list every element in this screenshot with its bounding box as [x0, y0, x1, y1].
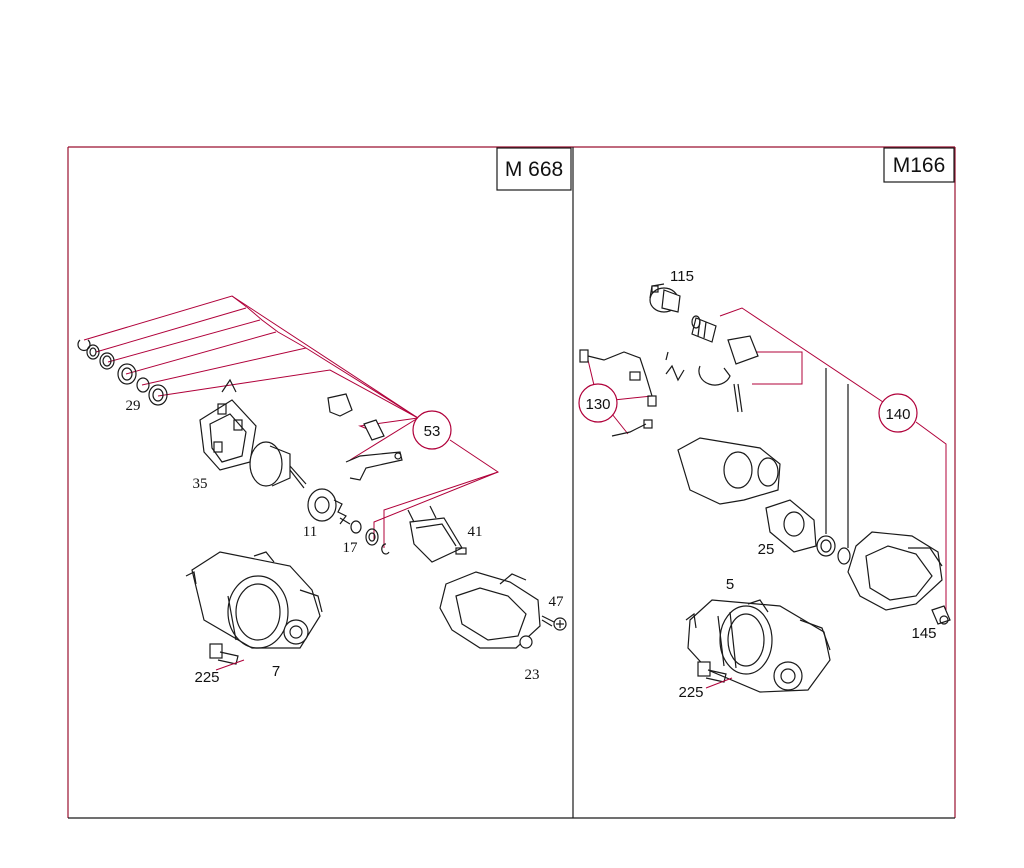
part-label-29: 29	[126, 398, 141, 414]
shift-fork	[327, 393, 403, 481]
diagram-frame	[67, 146, 956, 819]
part-label-225-left: 225	[194, 669, 219, 686]
leader-lines-140	[719, 307, 947, 614]
part-label-145: 145	[911, 625, 936, 642]
part-label-25: 25	[758, 541, 775, 558]
retaining-rings	[77, 339, 168, 406]
washer-and-clip	[350, 520, 390, 555]
engine-code-m166: M166	[893, 154, 946, 177]
engine-code-m668: M 668	[505, 158, 563, 181]
callout-53: 53	[412, 410, 452, 450]
pinion-25	[765, 499, 851, 565]
part-label-7: 7	[272, 663, 280, 680]
part-label-11: 11	[303, 524, 317, 540]
callout-140: 140	[878, 393, 918, 433]
callout-130: 130	[578, 383, 618, 423]
starter-motor-m166	[685, 599, 831, 693]
fork-assembly	[698, 335, 759, 413]
engine-code-box-m166: M166	[883, 147, 955, 183]
part-label-35: 35	[193, 476, 208, 492]
panel-m668: M 668	[77, 147, 572, 686]
part-label-225-right: 225	[678, 684, 703, 701]
solenoid-115	[649, 283, 681, 313]
part-label-41: 41	[468, 524, 483, 540]
field-housing	[677, 437, 781, 505]
drive-end-housing-m166	[847, 531, 943, 611]
callout-label-53: 53	[424, 423, 441, 440]
callout-label-130: 130	[585, 396, 610, 413]
bolt-225-left	[209, 643, 245, 671]
solenoid-switch	[407, 505, 467, 563]
wiring-harness	[579, 349, 685, 437]
bushing-145	[931, 605, 951, 625]
brush-holder	[199, 378, 257, 471]
drive-housing	[439, 571, 541, 649]
starter-motor-m668	[185, 551, 323, 649]
screw-47	[541, 615, 567, 631]
plunger-spring	[691, 315, 717, 343]
panel-m166: M166	[578, 147, 955, 701]
pinion-gear	[307, 488, 351, 525]
part-label-17: 17	[343, 540, 359, 556]
part-label-115: 115	[670, 268, 694, 285]
engine-code-box-m668: M 668	[496, 147, 572, 191]
bolt-225-right	[697, 661, 733, 689]
callout-label-140: 140	[885, 406, 910, 423]
part-label-5: 5	[726, 576, 734, 593]
part-label-23: 23	[525, 667, 540, 683]
drive-end-plate	[249, 441, 307, 489]
leader-lines-29	[83, 295, 419, 419]
part-label-47: 47	[549, 594, 565, 610]
